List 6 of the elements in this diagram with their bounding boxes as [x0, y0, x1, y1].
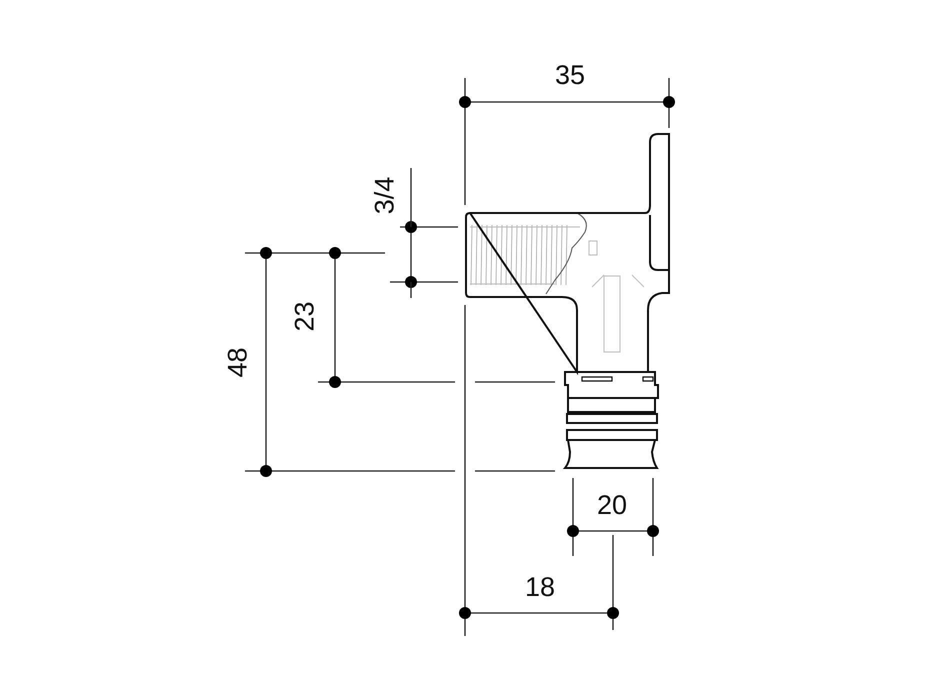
dimension-label: 35	[555, 62, 586, 88]
dimension-label: 18	[525, 574, 556, 600]
dimension-label: 20	[597, 492, 628, 518]
dimension-label: 48	[224, 346, 252, 378]
dimension-label: 3/4	[371, 176, 398, 214]
dimension-label: 23	[292, 300, 319, 332]
